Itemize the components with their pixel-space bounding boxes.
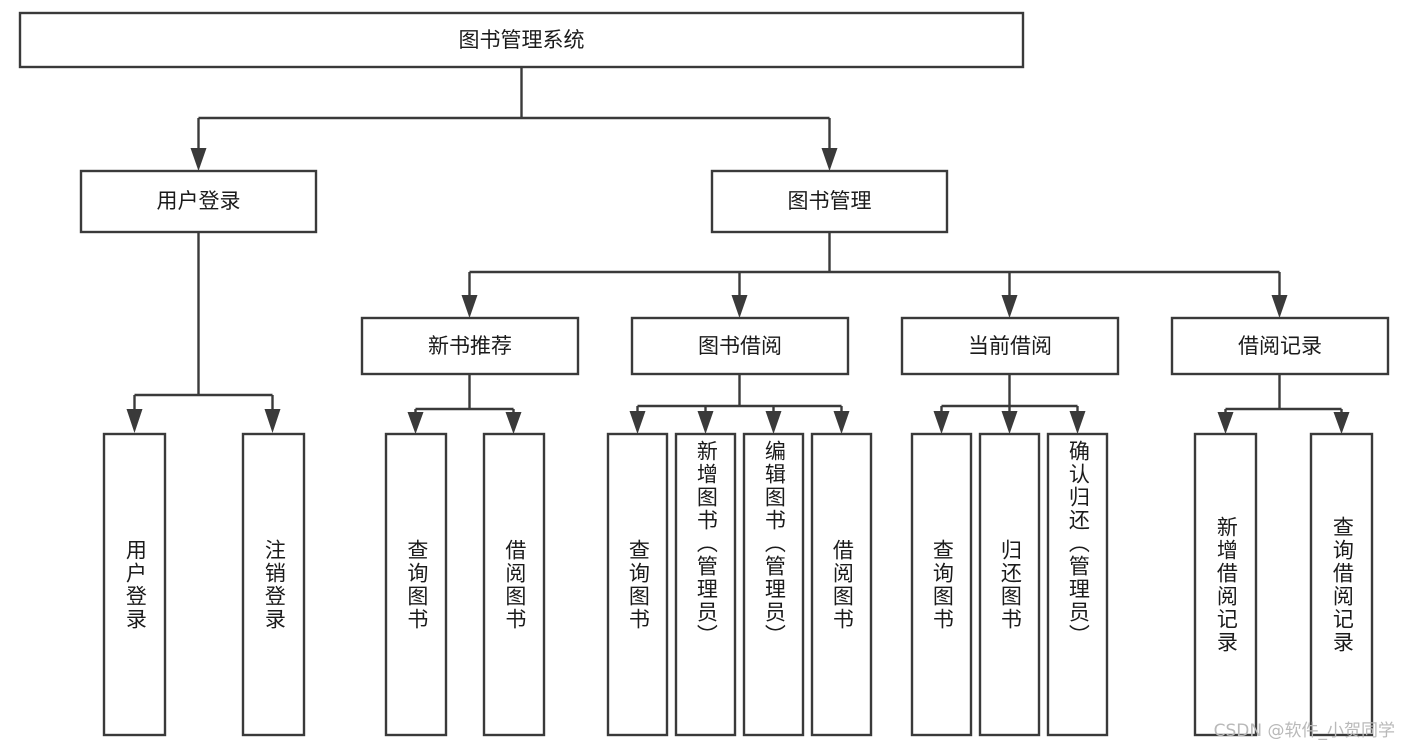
leaf-box-query-record[interactable] [1309,432,1374,737]
node-root-system-box[interactable] [18,11,1025,69]
node-book-borrow-box[interactable] [630,316,850,376]
arrow-to-book-borrow [731,295,748,318]
node-user-login[interactable]: 用户登录 [79,169,318,234]
node-book-borrow-label: 图书借阅 [698,334,782,358]
arrow-to-leaf-confirm-return [1069,411,1086,434]
arrow-to-leaf-query-book-3 [933,411,950,434]
arrow-to-leaf-return-book [1001,411,1018,434]
arrow-to-leaf-borrow-book-1 [505,412,522,434]
arrow-to-leaf-logout [264,409,281,433]
leaf-box-query-book-3[interactable] [910,432,973,737]
leaf-box-add-book[interactable] [674,432,737,737]
node-new-book-recommend-box[interactable] [360,316,580,376]
node-borrow-record[interactable]: 借阅记录 [1170,316,1390,376]
leaf-box-return-book[interactable] [978,432,1041,737]
leaf-box-borrow-book-1[interactable] [482,432,546,737]
node-borrow-record-label: 借阅记录 [1238,334,1322,358]
node-current-borrow[interactable]: 当前借阅 [900,316,1120,376]
arrow-to-borrow-record [1271,295,1288,318]
leaf-box-user-login[interactable] [102,432,167,737]
leaf-box-query-book-1[interactable] [384,432,448,737]
arrow-to-leaf-borrow-book-2 [833,411,850,434]
arrow-to-leaf-add-book [697,411,714,434]
node-new-book-recommend[interactable]: 新书推荐 [360,316,580,376]
node-book-manage-label: 图书管理 [788,189,872,213]
node-root-system-label: 图书管理系统 [459,28,585,52]
arrow-to-leaf-edit-book [765,411,782,434]
node-user-login-box[interactable] [79,169,318,234]
leaf-box-query-book-2[interactable] [606,432,669,737]
node-current-borrow-box[interactable] [900,316,1120,376]
node-book-manage[interactable]: 图书管理 [710,169,949,234]
arrow-to-leaf-query-book-2 [629,411,646,434]
node-new-book-recommend-label: 新书推荐 [428,334,512,358]
leaf-boxes-layer [102,432,1374,737]
node-root-system[interactable]: 图书管理系统 [18,11,1025,69]
arrow-to-book-manage [821,148,838,171]
arrow-to-user-login [190,148,207,171]
arrow-to-new-book-recommend [461,295,478,318]
leaf-box-borrow-book-2[interactable] [810,432,873,737]
csdn-watermark: CSDN @软件_小贺同学 [1213,721,1395,741]
arrow-to-current-borrow [1001,295,1018,318]
node-borrow-record-box[interactable] [1170,316,1390,376]
arrow-to-leaf-add-record [1217,412,1234,434]
connectors-layer [126,67,1350,434]
leaf-box-add-record[interactable] [1193,432,1258,737]
leaf-box-confirm-return[interactable] [1046,432,1109,737]
arrow-to-leaf-user-login [126,409,143,433]
arrow-to-leaf-query-record [1333,412,1350,434]
node-current-borrow-label: 当前借阅 [968,334,1052,358]
leaf-box-logout[interactable] [241,432,306,737]
node-user-login-label: 用户登录 [157,189,241,213]
node-book-borrow[interactable]: 图书借阅 [630,316,850,376]
leaf-box-edit-book[interactable] [742,432,805,737]
node-book-manage-box[interactable] [710,169,949,234]
arrow-to-leaf-query-book-1 [407,412,424,434]
